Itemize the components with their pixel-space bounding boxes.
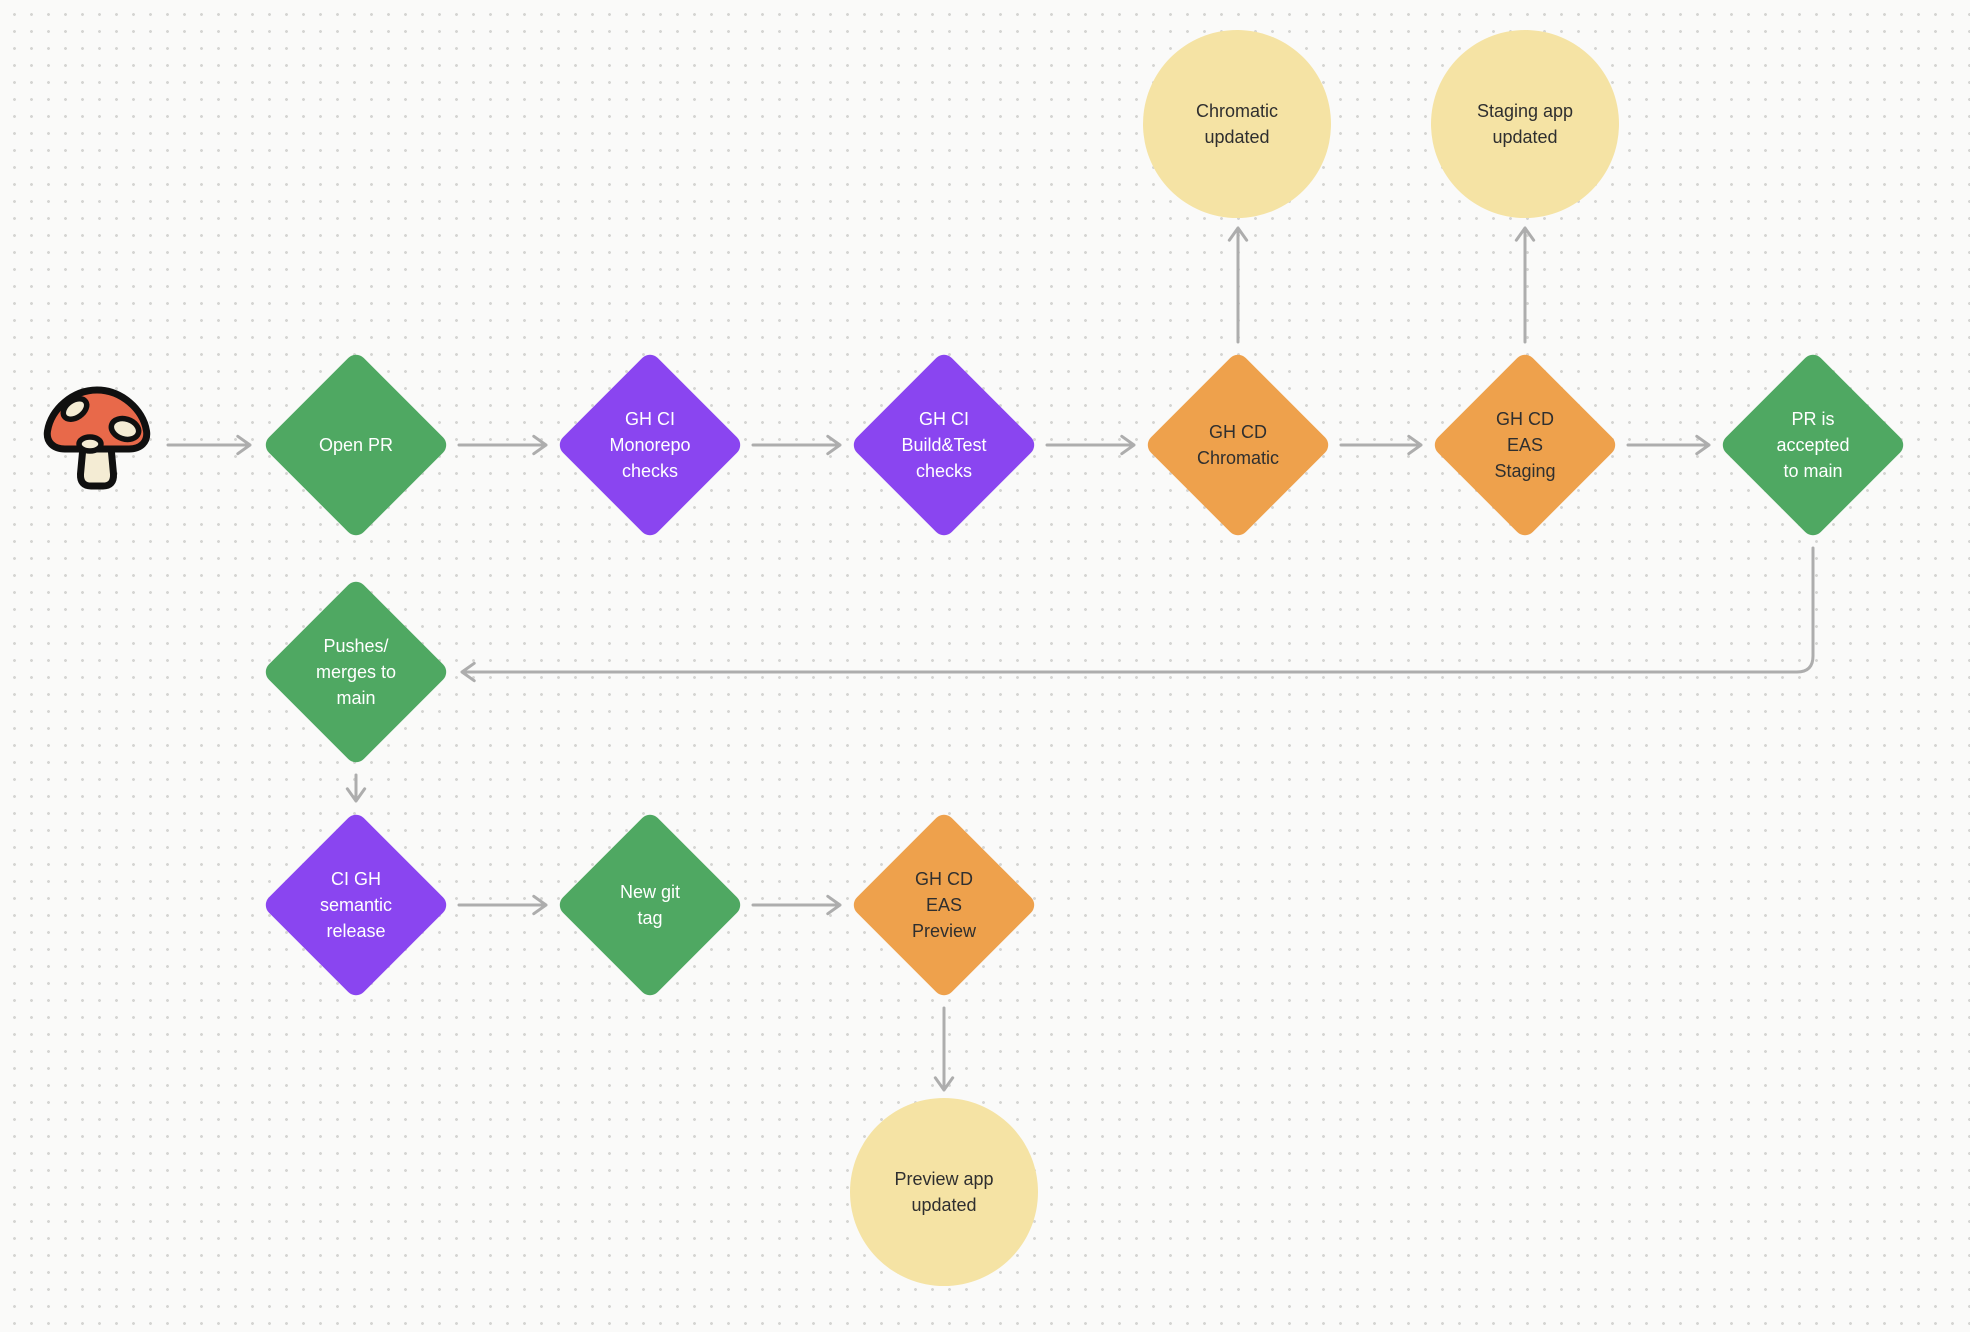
- node-label: Preview app updated: [894, 1169, 994, 1215]
- diamond-shape: [1143, 350, 1333, 540]
- node-new-git-tag[interactable]: New git tag: [555, 810, 745, 1000]
- edge-gh-cd-chromatic-to-chromatic-updated[interactable]: [1227, 226, 1249, 344]
- node-gh-ci-build-test-checks[interactable]: GH CI Build&Test checks: [849, 350, 1039, 540]
- edge-gh-ci-monorepo-checks-to-gh-ci-build-test-checks[interactable]: [751, 434, 842, 456]
- diamond-shape: [555, 810, 745, 1000]
- edge-gh-cd-chromatic-to-gh-cd-eas-staging[interactable]: [1339, 434, 1423, 456]
- diamond-shape: [1430, 350, 1620, 540]
- node-gh-cd-chromatic[interactable]: GH CD Chromatic: [1143, 350, 1333, 540]
- node-preview-app-updated[interactable]: Preview app updated: [850, 1098, 1038, 1286]
- diamond-shape: [261, 810, 451, 1000]
- edge-gh-ci-build-test-checks-to-gh-cd-chromatic[interactable]: [1045, 434, 1136, 456]
- diamond-shape: [555, 350, 745, 540]
- diamond-shape: [1718, 350, 1908, 540]
- edge-gh-cd-eas-staging-to-pr-accepted-to-main[interactable]: [1626, 434, 1711, 456]
- diamond-shape: [849, 350, 1039, 540]
- mushroom-icon[interactable]: [38, 383, 156, 497]
- node-gh-cd-eas-preview[interactable]: GH CD EAS Preview: [849, 810, 1039, 1000]
- node-pushes-merges-to-main[interactable]: Pushes/ merges to main: [261, 577, 451, 767]
- edge-start-to-open-pr[interactable]: [166, 434, 252, 456]
- node-open-pr[interactable]: Open PR: [261, 350, 451, 540]
- node-ci-gh-semantic-release[interactable]: CI GH semantic release: [261, 810, 451, 1000]
- mushroom-stem: [76, 443, 118, 490]
- edge-ci-gh-semantic-release-to-new-git-tag[interactable]: [457, 894, 548, 916]
- node-label: Chromatic updated: [1195, 101, 1279, 147]
- diamond-shape: [849, 810, 1039, 1000]
- edge-gh-cd-eas-preview-to-preview-app-updated[interactable]: [933, 1006, 955, 1092]
- node-pr-accepted-to-main[interactable]: PR is accepted to main: [1718, 350, 1908, 540]
- diamond-shape: [261, 577, 451, 767]
- node-label: Staging app updated: [1476, 101, 1574, 147]
- node-gh-cd-eas-staging[interactable]: GH CD EAS Staging: [1430, 350, 1620, 540]
- edge-new-git-tag-to-gh-cd-eas-preview[interactable]: [751, 894, 842, 916]
- node-chromatic-updated[interactable]: Chromatic updated: [1143, 30, 1331, 218]
- mushroom-spot: [60, 396, 90, 422]
- mushroom-spot: [76, 434, 104, 454]
- node-staging-app-updated[interactable]: Staging app updated: [1431, 30, 1619, 218]
- edge-pr-accepted-to-main-to-pushes-merges-to-main[interactable]: [460, 546, 1815, 683]
- edge-gh-cd-eas-staging-to-staging-app-updated[interactable]: [1514, 226, 1536, 344]
- node-gh-ci-monorepo-checks[interactable]: GH CI Monorepo checks: [555, 350, 745, 540]
- diamond-shape: [261, 350, 451, 540]
- edge-pushes-merges-to-main-to-ci-gh-semantic-release[interactable]: [345, 773, 367, 803]
- edge-open-pr-to-gh-ci-monorepo-checks[interactable]: [457, 434, 548, 456]
- mushroom-spot: [108, 415, 142, 443]
